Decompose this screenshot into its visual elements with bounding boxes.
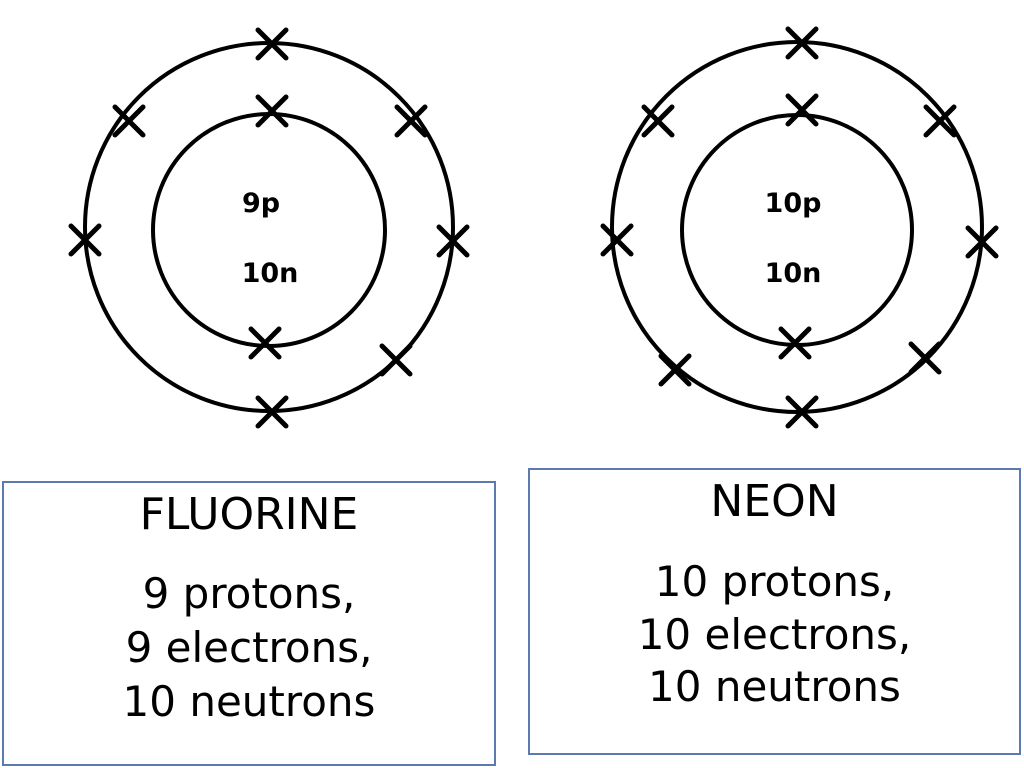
electron-mark	[785, 26, 819, 60]
fluorine-neutrons-text: 10 neutrons	[122, 676, 376, 726]
neon-inner-shell	[680, 113, 914, 347]
electron-mark	[255, 94, 289, 128]
neon-electrons	[600, 26, 999, 429]
fluorine-element-name: FLUORINE	[139, 489, 359, 540]
neon-info-box: NEON 10 protons, 10 electrons, 10 neutro…	[528, 468, 1021, 755]
electron-mark	[68, 223, 102, 257]
electron-mark	[785, 93, 819, 127]
neon-neutrons-text: 10 neutrons	[648, 662, 901, 712]
fluorine-atom: 9p 10n	[68, 27, 470, 429]
fluorine-inner-shell	[151, 112, 387, 348]
electron-mark	[255, 395, 289, 429]
electron-mark	[785, 395, 819, 429]
fluorine-info-box: FLUORINE 9 protons, 9 electrons, 10 neut…	[2, 481, 496, 766]
neon-element-name: NEON	[710, 476, 839, 527]
neon-protons-text: 10 protons,	[654, 557, 895, 607]
neon-neutrons-label: 10n	[765, 258, 822, 289]
electron-mark	[778, 326, 812, 360]
electron-mark	[908, 341, 942, 375]
electron-mark	[255, 27, 289, 61]
neon-outer-shell	[610, 40, 984, 414]
neon-electrons-text: 10 electrons,	[637, 609, 912, 659]
electron-mark	[112, 104, 146, 138]
fluorine-electrons-text: 9 electrons,	[125, 623, 373, 673]
electron-mark	[658, 353, 692, 387]
electron-mark	[965, 225, 999, 259]
fluorine-neutrons-label: 10n	[242, 258, 299, 289]
electron-mark	[600, 223, 634, 257]
electron-mark	[379, 343, 413, 377]
fluorine-electrons	[68, 27, 470, 429]
electron-mark	[436, 224, 470, 258]
fluorine-protons-text: 9 protons,	[142, 569, 356, 619]
electron-mark	[641, 104, 675, 138]
electron-mark	[248, 326, 282, 360]
electron-mark	[394, 104, 428, 138]
bohr-diagrams: 9p 10n 10p 10n	[68, 26, 999, 429]
neon-protons-label: 10p	[765, 188, 822, 219]
neon-atom: 10p 10n	[600, 26, 999, 429]
fluorine-protons-label: 9p	[242, 188, 280, 219]
electron-mark	[923, 104, 957, 138]
